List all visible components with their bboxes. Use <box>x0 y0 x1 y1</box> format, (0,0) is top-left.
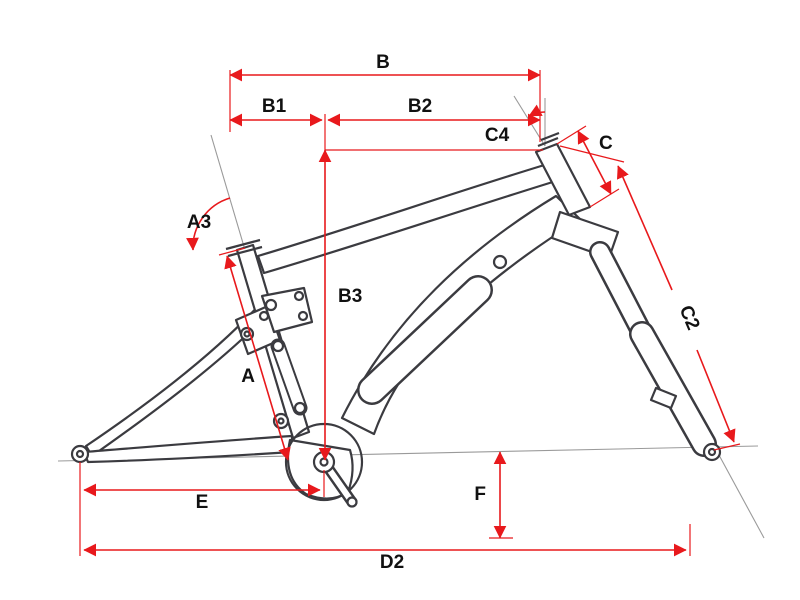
dimension-label-c2: C2 <box>675 303 704 334</box>
dimension-f: F <box>474 451 513 539</box>
shock-pivot-icon <box>271 339 285 353</box>
headset-spacer <box>540 131 560 142</box>
bike-frame <box>70 131 722 508</box>
dimension-label-b1: B1 <box>262 96 287 117</box>
shock-pivot-icon <box>293 401 307 415</box>
dimension-d2: D2 <box>83 524 691 573</box>
dimension-label-a3: A3 <box>187 212 211 233</box>
dimension-c4: C4 <box>485 104 546 146</box>
battery-panel-inner <box>359 277 491 403</box>
dimension-label-a: A <box>241 366 255 387</box>
bottom-bracket <box>312 450 336 474</box>
dimension-b1: B1 <box>229 96 323 127</box>
pivot-icon <box>293 290 305 302</box>
dimension-e: E <box>79 462 325 556</box>
dimension-label-b: B <box>376 52 390 73</box>
dimension-label-c: C <box>599 133 613 154</box>
headset-spacer <box>537 136 559 148</box>
dimension-lines: B B1 B2 B3 A A3 <box>79 52 741 573</box>
dimension-label-d2: D2 <box>380 552 404 573</box>
frame-bolt-icon <box>492 254 508 270</box>
seat-clamp-lower <box>227 245 263 258</box>
dimension-a: A <box>218 247 291 461</box>
dimension-label-e: E <box>196 492 209 513</box>
dimension-label-b3: B3 <box>338 286 362 307</box>
brake-mount <box>649 386 678 410</box>
dimension-label-c4: C4 <box>485 125 510 146</box>
dimension-a3: A3 <box>186 197 231 251</box>
seat-clamp <box>225 238 261 251</box>
front-dropout <box>702 442 722 462</box>
rear-axle-icon <box>75 449 85 459</box>
rear-dropout <box>70 444 90 464</box>
dimension-b3: B3 <box>318 149 543 461</box>
pedal-axle-icon <box>346 496 358 508</box>
fork-lower-leg-inner <box>631 323 715 455</box>
front-axle-icon <box>707 447 717 457</box>
dimension-label-f: F <box>474 484 486 505</box>
pivot-icon <box>297 310 309 322</box>
dimension-c2: C2 <box>559 145 741 451</box>
dimension-b2: B2 <box>324 96 541 150</box>
pivot-icon <box>264 298 278 312</box>
dimension-c: C <box>556 125 620 208</box>
dimension-label-b2: B2 <box>408 96 432 117</box>
